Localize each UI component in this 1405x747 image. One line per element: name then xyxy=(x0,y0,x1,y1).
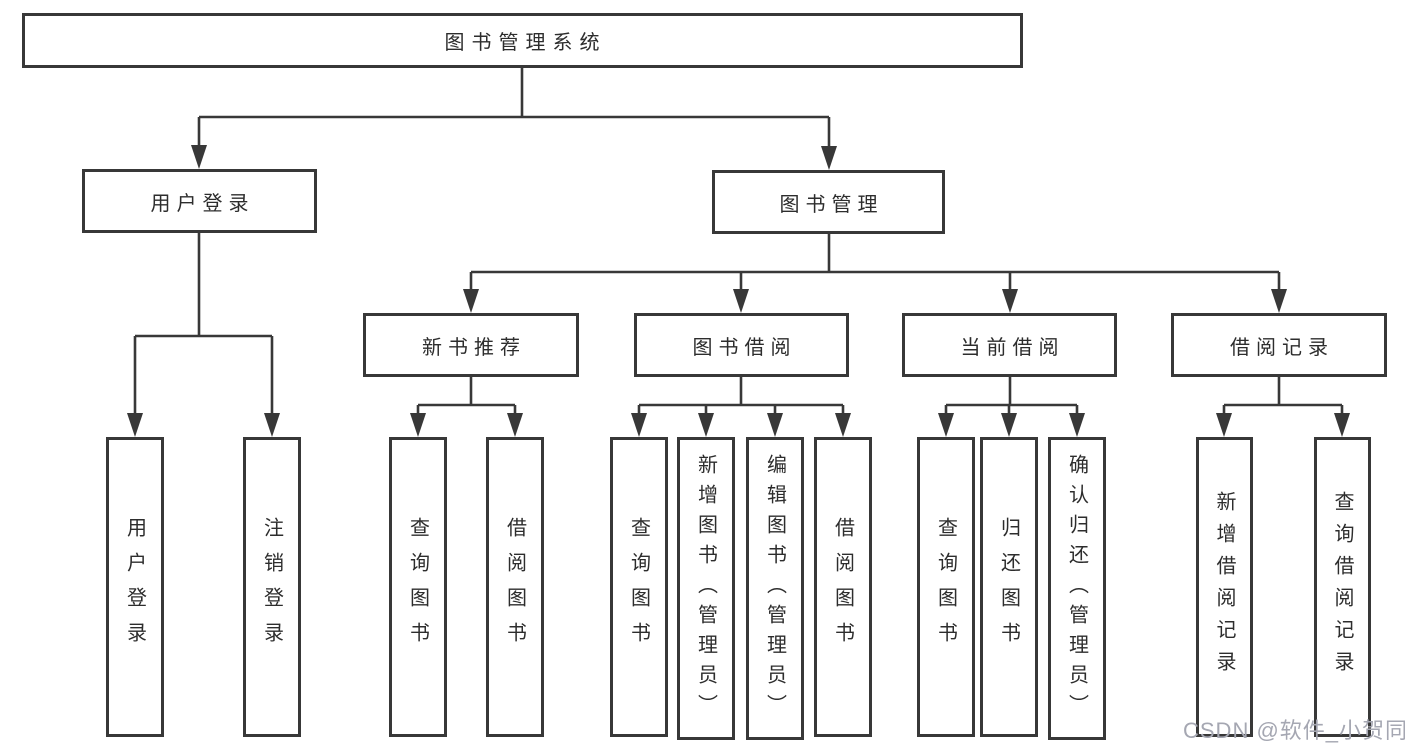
node-label-add-borrow-record: 新增借阅记录 xyxy=(1213,491,1235,683)
arrowhead-down-icon xyxy=(1271,289,1287,313)
node-label-edit-books-admin: 编辑图书（管理员） xyxy=(763,453,786,724)
node-label-root: 图书管理系统 xyxy=(444,32,607,54)
node-label-query-books-current: 查询图书 xyxy=(934,517,957,657)
arrowhead-down-icon xyxy=(631,413,647,437)
node-current-borrowing: 当前借阅 xyxy=(902,313,1117,377)
node-new-book-recommend: 新书推荐 xyxy=(363,313,579,377)
arrowhead-down-icon xyxy=(698,413,714,437)
arrowhead-down-icon xyxy=(1334,413,1350,437)
arrowhead-down-icon xyxy=(463,289,479,313)
node-label-add-books-admin: 新增图书（管理员） xyxy=(694,453,717,724)
node-label-borrowing-records: 借阅记录 xyxy=(1230,336,1334,359)
node-label-current-borrowing: 当前借阅 xyxy=(960,336,1065,359)
arrowhead-down-icon xyxy=(507,413,523,437)
arrowhead-down-icon xyxy=(127,413,143,437)
node-query-books-current: 查询图书 xyxy=(917,437,975,737)
node-label-query-books-rec: 查询图书 xyxy=(406,517,429,657)
node-label-new-book-recommend: 新书推荐 xyxy=(422,336,526,359)
arrowhead-down-icon xyxy=(835,413,851,437)
node-label-borrow-books-borrow: 借阅图书 xyxy=(831,517,854,657)
node-user-login-module: 用户登录 xyxy=(82,169,317,233)
node-label-return-books: 归还图书 xyxy=(997,517,1020,657)
node-query-books-borrow: 查询图书 xyxy=(610,437,668,737)
node-root: 图书管理系统 xyxy=(22,13,1023,68)
node-add-books-admin: 新增图书（管理员） xyxy=(677,437,735,740)
node-borrow-books-borrow: 借阅图书 xyxy=(814,437,872,737)
arrowhead-down-icon xyxy=(733,289,749,313)
node-label-book-borrowing: 图书借阅 xyxy=(692,336,797,359)
node-borrow-books-rec: 借阅图书 xyxy=(486,437,544,737)
arrowhead-down-icon xyxy=(1216,413,1232,437)
arrowhead-down-icon xyxy=(1002,289,1018,313)
node-book-management: 图书管理 xyxy=(712,170,945,234)
node-label-confirm-return-admin: 确认归还（管理员） xyxy=(1065,453,1088,724)
node-borrowing-records: 借阅记录 xyxy=(1171,313,1387,377)
node-query-books-rec: 查询图书 xyxy=(389,437,447,737)
arrowhead-down-icon xyxy=(1001,413,1017,437)
node-logout: 注销登录 xyxy=(243,437,301,737)
node-return-books: 归还图书 xyxy=(980,437,1038,737)
node-label-query-borrow-record: 查询借阅记录 xyxy=(1331,491,1353,683)
arrowhead-down-icon xyxy=(191,145,207,169)
node-confirm-return-admin: 确认归还（管理员） xyxy=(1048,437,1106,740)
node-user-login: 用户登录 xyxy=(106,437,164,737)
arrowhead-down-icon xyxy=(767,413,783,437)
node-edit-books-admin: 编辑图书（管理员） xyxy=(746,437,804,740)
arrowhead-down-icon xyxy=(821,146,837,170)
node-label-user-login-module: 用户登录 xyxy=(150,192,255,215)
node-query-borrow-record: 查询借阅记录 xyxy=(1314,437,1371,737)
node-label-book-management: 图书管理 xyxy=(779,193,884,216)
arrowhead-down-icon xyxy=(264,413,280,437)
node-label-borrow-books-rec: 借阅图书 xyxy=(503,517,526,657)
arrowhead-down-icon xyxy=(1069,413,1085,437)
node-label-user-login: 用户登录 xyxy=(123,517,146,657)
arrowhead-down-icon xyxy=(938,413,954,437)
watermark: CSDN @软件_小贺同学 xyxy=(1183,718,1405,743)
node-book-borrowing: 图书借阅 xyxy=(634,313,849,377)
node-label-logout: 注销登录 xyxy=(260,517,283,657)
node-label-query-books-borrow: 查询图书 xyxy=(627,517,650,657)
arrowhead-down-icon xyxy=(410,413,426,437)
node-add-borrow-record: 新增借阅记录 xyxy=(1196,437,1253,737)
